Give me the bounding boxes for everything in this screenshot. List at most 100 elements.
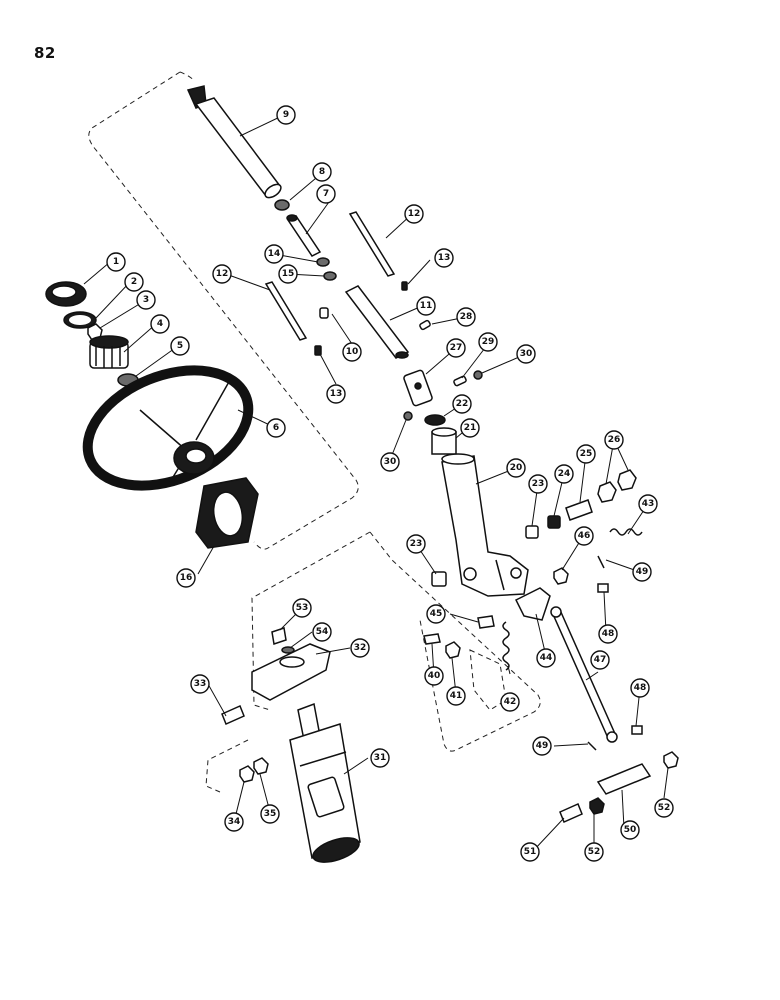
svg-text:6: 6 xyxy=(273,423,279,433)
washer-54 xyxy=(281,646,295,654)
svg-text:54: 54 xyxy=(316,627,329,637)
lower-group-outline xyxy=(205,531,541,793)
lever-50 xyxy=(596,763,652,795)
svg-text:49: 49 xyxy=(536,741,549,751)
callout-12-right: 12 xyxy=(404,204,424,224)
pin-13-lower xyxy=(314,345,322,356)
cotter-pin-49-upper xyxy=(597,555,605,569)
svg-text:8: 8 xyxy=(319,167,325,177)
bolt-51 xyxy=(559,802,583,824)
callout-33: 33 xyxy=(190,674,210,694)
svg-text:50: 50 xyxy=(624,825,637,835)
svg-text:45: 45 xyxy=(430,609,443,619)
steering-shaft xyxy=(186,85,282,199)
callout-5: 5 xyxy=(170,336,190,356)
washer-15 xyxy=(323,271,337,281)
callout-42: 42 xyxy=(500,692,520,712)
callout-20: 20 xyxy=(506,458,526,478)
callout-16: 16 xyxy=(176,568,196,588)
bolt-25 xyxy=(565,499,593,521)
svg-text:5: 5 xyxy=(177,341,183,351)
pin-10 xyxy=(319,307,329,319)
ring-30-right xyxy=(473,370,483,380)
callout-24: 24 xyxy=(554,464,574,484)
pin-13-upper xyxy=(401,281,408,291)
nut-26-a xyxy=(597,481,617,503)
svg-text:31: 31 xyxy=(374,753,387,763)
svg-text:27: 27 xyxy=(450,343,463,353)
callout-48-lower: 48 xyxy=(630,678,650,698)
svg-text:24: 24 xyxy=(558,469,571,479)
callout-23-lower: 23 xyxy=(406,534,426,554)
svg-text:13: 13 xyxy=(330,389,343,399)
svg-text:48: 48 xyxy=(602,629,615,639)
callout-11: 11 xyxy=(416,296,436,316)
svg-text:52: 52 xyxy=(658,803,671,813)
svg-text:9: 9 xyxy=(283,110,289,120)
callout-2: 2 xyxy=(124,272,144,292)
callout-40: 40 xyxy=(424,666,444,686)
bolt-45 xyxy=(477,615,495,629)
callout-12-left: 12 xyxy=(212,264,232,284)
callout-48-upper: 48 xyxy=(598,624,618,644)
svg-text:4: 4 xyxy=(157,319,163,329)
bolt-33 xyxy=(221,704,245,726)
callout-31: 31 xyxy=(370,748,390,768)
svg-text:30: 30 xyxy=(384,457,397,467)
callout-29: 29 xyxy=(478,332,498,352)
callout-26: 26 xyxy=(604,430,624,450)
svg-text:12: 12 xyxy=(408,209,421,219)
cotter-pin-49-lower xyxy=(587,741,597,751)
bushing-23-lower xyxy=(431,571,447,587)
svg-text:48: 48 xyxy=(634,683,647,693)
svg-text:25: 25 xyxy=(580,449,593,459)
callout-15: 15 xyxy=(278,264,298,284)
callout-50: 50 xyxy=(620,820,640,840)
svg-text:47: 47 xyxy=(594,655,607,665)
svg-text:29: 29 xyxy=(482,337,495,347)
svg-text:34: 34 xyxy=(228,817,241,827)
pin-28 xyxy=(419,319,431,331)
svg-text:20: 20 xyxy=(510,463,523,473)
svg-text:23: 23 xyxy=(410,539,423,549)
steering-wheel-6 xyxy=(82,365,254,491)
callout-30-left: 30 xyxy=(380,452,400,472)
column-11 xyxy=(344,285,410,359)
callout-46: 46 xyxy=(574,526,594,546)
callout-22: 22 xyxy=(452,394,472,414)
nut-41 xyxy=(445,641,461,659)
universal-joint-27 xyxy=(403,369,433,407)
rod-12-right xyxy=(348,211,396,277)
page-number: 82 xyxy=(34,44,56,62)
upper-group-outline xyxy=(88,71,359,550)
svg-text:35: 35 xyxy=(264,809,277,819)
svg-text:26: 26 xyxy=(608,435,621,445)
svg-text:3: 3 xyxy=(143,295,149,305)
bolt-53 xyxy=(271,627,287,645)
svg-text:7: 7 xyxy=(323,189,329,199)
callout-28: 28 xyxy=(456,307,476,327)
svg-text:44: 44 xyxy=(540,653,553,663)
callout-53: 53 xyxy=(292,598,312,618)
svg-text:16: 16 xyxy=(180,573,193,583)
ring-22 xyxy=(424,414,446,426)
callout-10: 10 xyxy=(342,342,362,362)
svg-text:13: 13 xyxy=(438,253,451,263)
callout-6: 6 xyxy=(266,418,286,438)
svg-text:30: 30 xyxy=(520,349,533,359)
nut-52-left xyxy=(589,797,605,815)
callout-8: 8 xyxy=(312,162,332,182)
callout-3: 3 xyxy=(136,290,156,310)
callout-14: 14 xyxy=(264,244,284,264)
svg-text:21: 21 xyxy=(464,423,477,433)
callout-4: 4 xyxy=(150,314,170,334)
bolt-40 xyxy=(423,633,441,645)
washer-14 xyxy=(316,257,330,267)
svg-text:12: 12 xyxy=(216,269,229,279)
spring-42 xyxy=(502,621,510,671)
nut-46 xyxy=(553,567,569,585)
bushing-24 xyxy=(547,515,561,529)
spring-43 xyxy=(609,528,643,536)
link-47 xyxy=(550,606,618,743)
svg-text:10: 10 xyxy=(346,347,359,357)
